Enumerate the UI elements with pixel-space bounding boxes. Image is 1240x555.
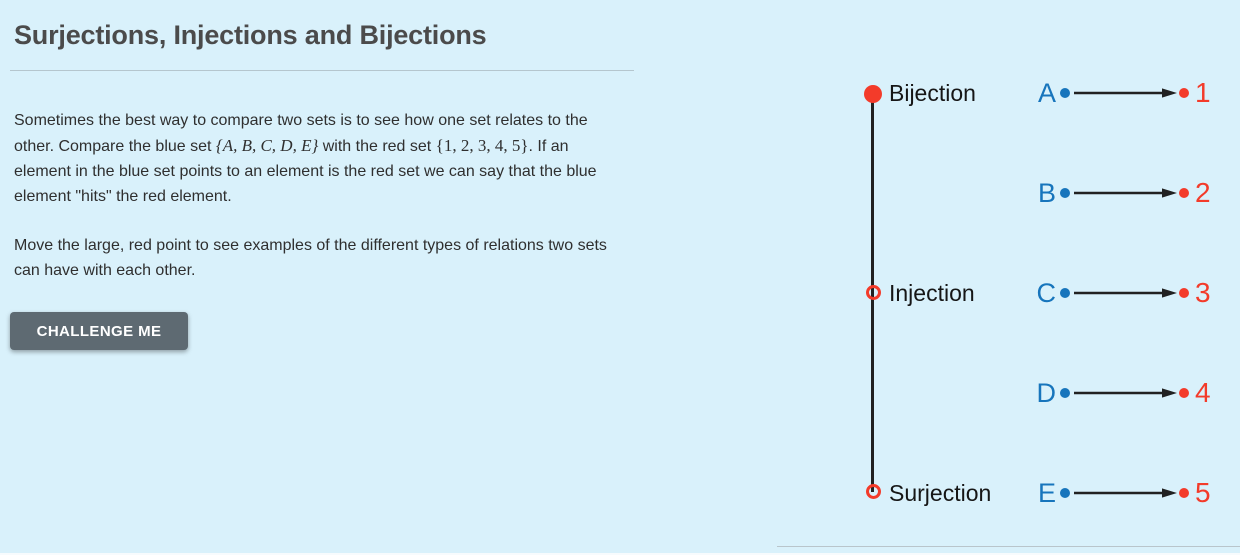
- slider-handle-point[interactable]: [864, 85, 882, 103]
- domain-point: [1060, 388, 1070, 398]
- instruction-paragraph: Move the large, red point to see example…: [14, 237, 607, 279]
- codomain-point: [1179, 188, 1189, 198]
- intro-text-3: . If an element in the blue set points t…: [14, 138, 597, 205]
- domain-element-label: D: [1036, 377, 1057, 408]
- arrow-icon: [1074, 88, 1177, 98]
- red-set-notation: {1, 2, 3, 4, 5}: [435, 136, 529, 155]
- domain-point: [1060, 488, 1070, 498]
- mapping-row: B 2: [1026, 173, 1238, 213]
- codomain-element-label: 1: [1195, 77, 1211, 108]
- mapping-row: C 3: [1026, 273, 1238, 313]
- section-divider: [777, 546, 1240, 547]
- domain-element-label: A: [1037, 77, 1056, 108]
- surjection-stop-point: [866, 484, 881, 499]
- label-surjection: Surjection: [889, 480, 992, 506]
- title-divider: [10, 70, 634, 71]
- mapping-row: D 4: [1026, 373, 1238, 413]
- domain-element-label: C: [1036, 277, 1057, 308]
- arrow-icon: [1074, 488, 1177, 498]
- challenge-me-button[interactable]: CHALLENGE ME: [10, 312, 188, 350]
- arrow-icon: [1074, 188, 1177, 198]
- domain-point: [1060, 288, 1070, 298]
- blue-set-notation: {A, B, C, D, E}: [215, 136, 319, 155]
- codomain-point: [1179, 488, 1189, 498]
- label-bijection: Bijection: [889, 80, 976, 106]
- codomain-element-label: 4: [1195, 377, 1211, 408]
- label-injection: Injection: [889, 280, 975, 306]
- intro-text-2: with the red set: [318, 138, 436, 155]
- injection-stop-point: [866, 285, 881, 300]
- arrow-icon: [1074, 388, 1177, 398]
- codomain-point: [1179, 88, 1189, 98]
- codomain-point: [1179, 288, 1189, 298]
- page-title: Surjections, Injections and Bijections: [14, 20, 487, 50]
- domain-element-label: B: [1037, 177, 1056, 208]
- codomain-element-label: 5: [1195, 477, 1211, 508]
- mapping-row: A 1: [1026, 73, 1238, 113]
- intro-text-1: Sometimes the best way to compare two se…: [14, 112, 588, 155]
- page-bottom-edge: [0, 553, 1240, 555]
- arrow-icon: [1074, 288, 1177, 298]
- mapping-row: E 5: [1026, 473, 1238, 513]
- domain-point: [1060, 188, 1070, 198]
- domain-element-label: E: [1037, 477, 1056, 508]
- domain-point: [1060, 88, 1070, 98]
- intro-paragraph: Sometimes the best way to compare two se…: [14, 108, 618, 209]
- codomain-point: [1179, 388, 1189, 398]
- codomain-element-label: 2: [1195, 177, 1211, 208]
- codomain-element-label: 3: [1195, 277, 1211, 308]
